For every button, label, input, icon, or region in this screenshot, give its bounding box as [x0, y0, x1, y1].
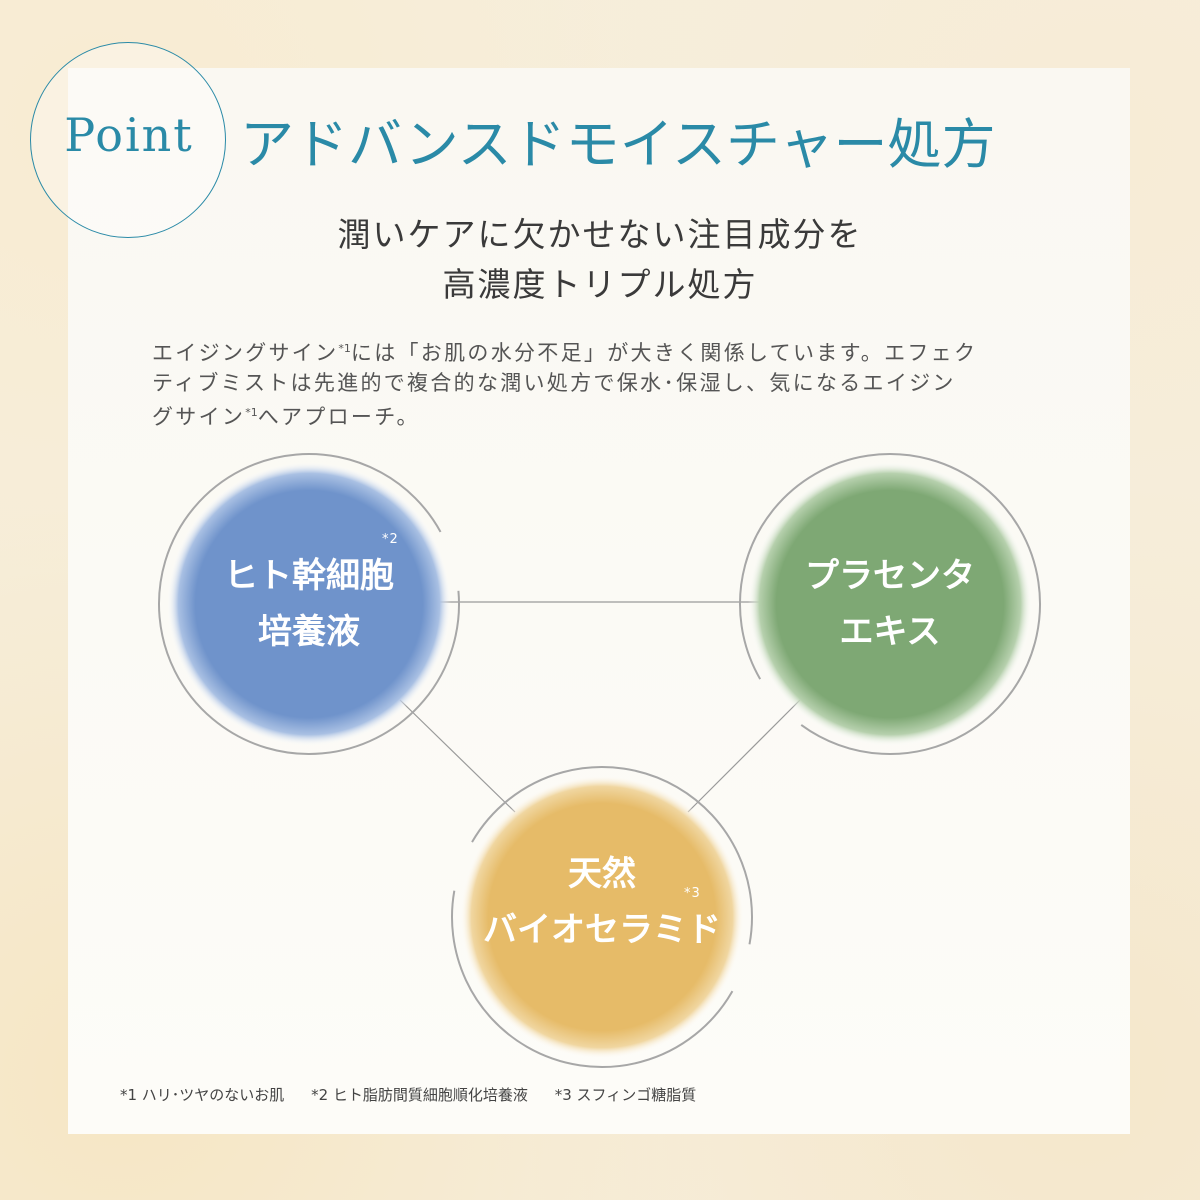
point-label: Point [64, 108, 194, 162]
ingredient-ceramide: 天然 バイオセラミド [462, 846, 742, 958]
ingredient-ceramide-line-2: バイオセラミド [483, 910, 721, 950]
footnotes: *1 ハリ･ツヤのないお肌 *2 ヒト脂肪間質細胞順化培養液 *3 スフィンゴ糖… [120, 1084, 718, 1105]
ring-placenta [739, 453, 1041, 755]
footnote-2: *2 ヒト脂肪間質細胞順化培養液 [311, 1086, 528, 1104]
ingredient-stem-cell-line-2: 培養液 [258, 612, 360, 652]
subtitle-line-2: 高濃度トリプル処方 [442, 265, 758, 304]
description-line-1: エイジングサイン*1には「お肌の水分不足」が大きく関係しています。エフェク [152, 341, 978, 365]
subtitle-line-1: 潤いケアに欠かせない注目成分を [337, 215, 863, 254]
footnote-1: *1 ハリ･ツヤのないお肌 [120, 1086, 285, 1104]
connector-line-right [687, 699, 801, 813]
footnote-3: *3 スフィンゴ糖脂質 [554, 1086, 697, 1104]
connector-line-left [399, 699, 516, 813]
ingredient-stem-cell-mark: *2 [382, 532, 399, 547]
ingredient-stem-cell-line-1: ヒト幹細胞 [224, 556, 394, 596]
ring-ceramide [451, 766, 753, 1068]
disc-stem-cell [167, 462, 451, 746]
ingredient-stem-cell: ヒト幹細胞 培養液 [179, 548, 439, 660]
ingredient-ceramide-line-1: 天然 [568, 854, 636, 894]
description-line-3: グサイン*1へアプローチ。 [152, 405, 420, 429]
ingredient-placenta: プラセンタ エキス [760, 548, 1020, 660]
ingredient-placenta-line-1: プラセンタ [805, 556, 975, 596]
ring-stem-cell [158, 453, 460, 755]
ingredient-placenta-line-2: エキス [839, 612, 941, 652]
disc-placenta [748, 462, 1032, 746]
description-line-2: ティブミストは先進的で複合的な潤い処方で保水･保湿し、気になるエイジン [152, 371, 956, 395]
description: エイジングサイン*1には「お肌の水分不足」が大きく関係しています。エフェク ティ… [152, 334, 1052, 432]
main-title: アドバンスドモイスチャー処方 [240, 113, 996, 176]
disc-ceramide [460, 775, 744, 1059]
ingredient-ceramide-mark: *3 [684, 886, 701, 901]
point-badge [30, 42, 226, 238]
